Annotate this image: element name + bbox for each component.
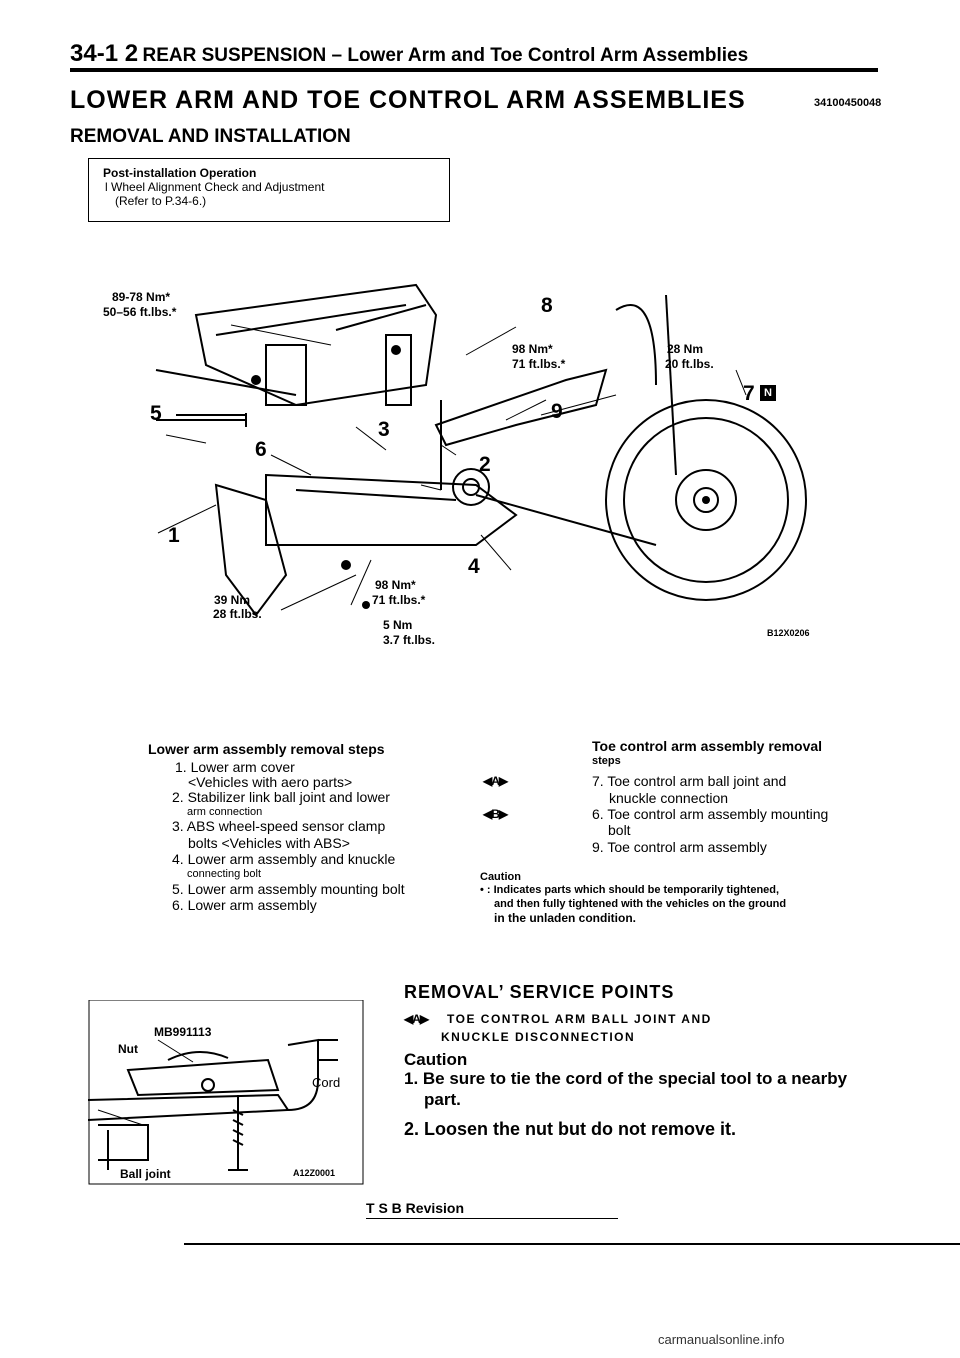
service-subtitle: TOE CONTROL ARM BALL JOINT AND — [447, 1012, 712, 1026]
tool-number: MB991113 — [154, 1025, 212, 1039]
torque-nm-1: 89-78 Nm* — [112, 290, 171, 304]
exploded-view-diagram — [155, 283, 807, 617]
toe-step-6: 6. Toe control arm assembly mounting — [592, 806, 829, 822]
ball-joint-label: Ball joint — [120, 1167, 171, 1181]
toe-step-7-cont: knuckle connection — [609, 790, 729, 806]
item-text: Wheel Alignment Check and Adjustment — [111, 180, 325, 194]
torque-ft-6: 3.7 ft.lbs. — [383, 633, 436, 647]
callout-3: 3 — [378, 418, 390, 441]
toe-arm-steps-title: Toe control arm assembly removal — [592, 738, 823, 754]
torque-ft-5: 28 ft.lbs. — [213, 607, 262, 621]
tsb-rule — [366, 1218, 618, 1219]
service-mark-a-2: ◀A▶ — [404, 1012, 429, 1026]
new-part-icon: N — [760, 385, 776, 401]
callout-5: 5 — [150, 402, 162, 425]
post-installation-title: Post-installation Operation — [103, 166, 257, 180]
step-4-cont: connecting bolt — [187, 868, 261, 880]
torque-nm-5: 39 Nm — [214, 593, 251, 607]
caution-label: Caution — [480, 871, 521, 883]
torque-nm-3: 28 Nm — [667, 342, 704, 356]
step-4: 4. Lower arm assembly and knuckle — [172, 851, 396, 867]
section-number: 34-1 2 — [70, 40, 139, 67]
service-caution: Caution — [404, 1050, 468, 1069]
tool-figure-code: A12Z0001 — [293, 1168, 336, 1178]
step-2-cont: arm connection — [187, 806, 263, 818]
caution-line-3: in the unladen condition. — [494, 911, 636, 925]
step-2: 2. Stabilizer link ball joint and lower — [172, 789, 390, 805]
callout-7: 7 — [743, 382, 755, 405]
callout-9: 9 — [551, 400, 563, 423]
callout-6: 6 — [255, 438, 267, 461]
step-3: 3. ABS wheel-speed sensor clamp — [172, 818, 386, 834]
torque-ft-2: 71 ft.lbs.* — [512, 357, 566, 371]
post-installation-item: l Wheel Alignment Check and Adjustment — [103, 180, 449, 194]
bullet: l — [105, 180, 108, 194]
torque-ft-1: 50–56 ft.lbs.* — [103, 305, 177, 319]
post-installation-box: Post-installation Operation l Wheel Alig… — [88, 158, 450, 222]
toe-step-9: 9. Toe control arm assembly — [592, 839, 767, 855]
tsb-revision: T S B Revision — [366, 1200, 465, 1216]
step-5: 5. Lower arm assembly mounting bolt — [172, 881, 405, 897]
footer-rule — [184, 1243, 960, 1245]
page-header: 34-1 2 REAR SUSPENSION – Lower Arm and T… — [70, 40, 748, 68]
service-mark-b: ◀B▶ — [483, 807, 508, 821]
callout-8: 8 — [541, 294, 553, 317]
service-mark-a: ◀A▶ — [483, 774, 508, 788]
callout-1: 1 — [168, 524, 180, 547]
torque-ft-4: 71 ft.lbs.* — [372, 593, 426, 607]
header-title: REAR SUSPENSION – Lower Arm and Toe Cont… — [142, 45, 749, 66]
nut-label: Nut — [118, 1042, 138, 1056]
service-subtitle-cont: KNUCKLE DISCONNECTION — [441, 1030, 636, 1044]
service-points-title: REMOVAL’ SERVICE POINTS — [404, 982, 675, 1002]
step-3-cont: bolts <Vehicles with ABS> — [188, 835, 350, 851]
service-point-2: 2. Loosen the nut but do not remove it. — [404, 1119, 736, 1139]
section-title: REMOVAL AND INSTALLATION — [70, 126, 351, 147]
torque-nm-4: 98 Nm* — [375, 578, 416, 592]
header-rule — [70, 68, 878, 72]
torque-nm-6: 5 Nm — [383, 618, 413, 632]
caution-line-2: and then fully tightened with the vehicl… — [494, 898, 787, 910]
site-watermark: carmanualsonline.info — [658, 1332, 785, 1347]
callout-4: 4 — [468, 555, 480, 578]
cord-label: Cord — [312, 1075, 341, 1090]
step-1: 1. Lower arm cover — [175, 759, 295, 775]
torque-nm-2: 98 Nm* — [512, 342, 553, 356]
special-tool-diagram — [88, 1000, 364, 1185]
callout-2: 2 — [479, 453, 491, 476]
caution-line-1: • : Indicates parts which should be temp… — [480, 884, 780, 896]
service-point-1: 1. Be sure to tie the cord of the specia… — [404, 1069, 848, 1088]
torque-ft-3: 20 ft.lbs. — [665, 357, 714, 371]
reference-text: (Refer to P.34-6.) — [115, 194, 207, 208]
service-point-1-cont: part. — [424, 1090, 461, 1109]
toe-step-6-cont: bolt — [608, 822, 631, 838]
step-6: 6. Lower arm assembly — [172, 897, 317, 913]
document-title: LOWER ARM AND TOE CONTROL ARM ASSEMBLIES — [70, 86, 746, 114]
figure-code: B12X0206 — [767, 628, 810, 638]
toe-step-7: 7. Toe control arm ball joint and — [592, 773, 787, 789]
lower-arm-steps-title: Lower arm assembly removal steps — [148, 741, 385, 757]
toe-arm-steps-title-cont: steps — [592, 755, 621, 767]
document-code: 34100450048 — [814, 97, 882, 109]
step-1-note: <Vehicles with aero parts> — [188, 774, 353, 790]
